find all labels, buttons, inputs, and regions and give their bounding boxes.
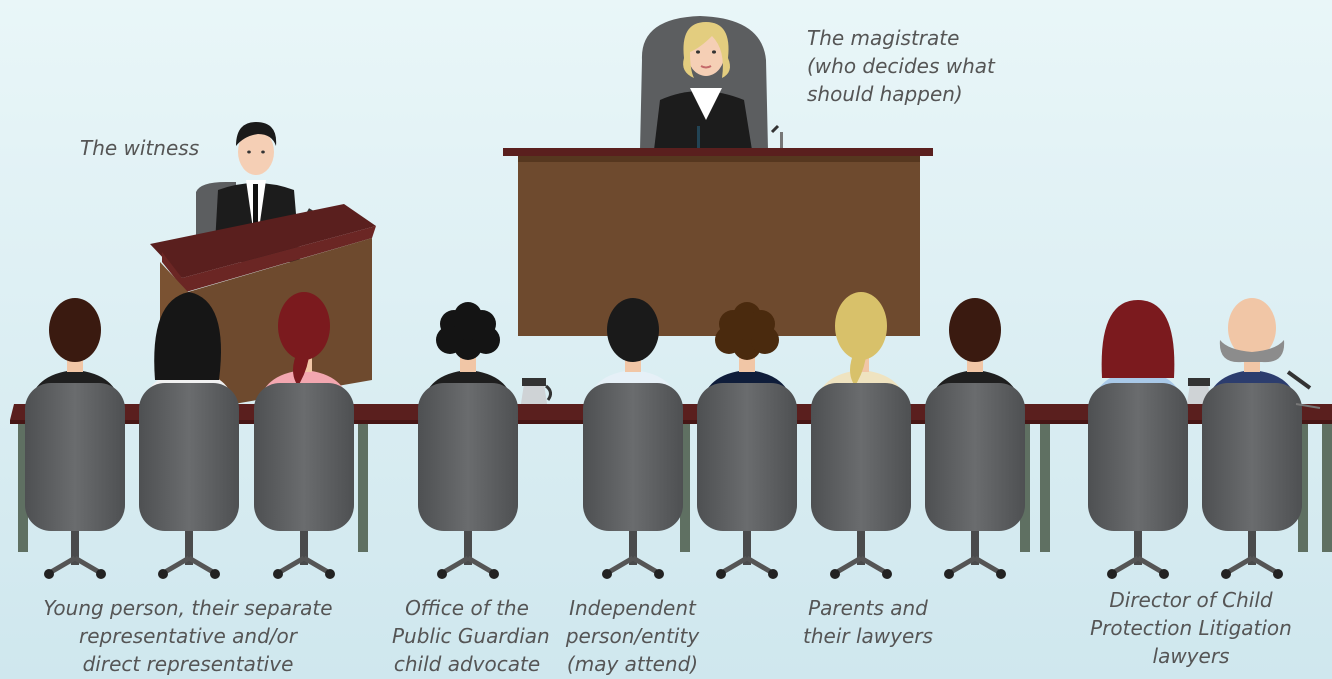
chair: [254, 383, 354, 579]
chair: [697, 383, 797, 579]
caption-independent: Independent person/entity (may attend): [550, 594, 715, 678]
magistrate-figure: [640, 16, 783, 150]
caption-line: Parents and: [808, 596, 928, 620]
caption-line: The magistrate: [807, 26, 960, 50]
chair: [1088, 383, 1188, 579]
table-leg: [1298, 424, 1308, 552]
chairs-group: [25, 383, 1302, 579]
caption-line: Independent: [569, 596, 696, 620]
caption-line: should happen): [807, 82, 963, 106]
table-leg: [1322, 424, 1332, 552]
chair: [139, 383, 239, 579]
caption-young-person: Young person, their separate representat…: [14, 594, 362, 678]
caption-line: their lawyers: [803, 624, 933, 648]
caption-line: Young person, their separate: [43, 596, 333, 620]
caption-line: The witness: [80, 136, 200, 160]
caption-line: (may attend): [566, 652, 699, 676]
caption-magistrate: The magistrate (who decides what should …: [807, 24, 995, 108]
caption-dcpl: Director of Child Protection Litigation …: [1066, 586, 1316, 670]
caption-line: (who decides what: [807, 54, 995, 78]
coffee-jug-icon: [520, 378, 553, 410]
caption-line: person/entity: [565, 624, 700, 648]
caption-parents: Parents and their lawyers: [778, 594, 958, 650]
caption-witness: The witness: [80, 134, 199, 162]
table-leg: [358, 424, 368, 552]
caption-line: Protection Litigation: [1090, 616, 1292, 640]
table-leg: [18, 424, 28, 552]
table-leg: [680, 424, 690, 552]
caption-line: Office of the: [405, 596, 529, 620]
chair: [583, 383, 683, 579]
caption-line: Director of Child: [1109, 588, 1273, 612]
chair: [418, 383, 518, 579]
chair: [925, 383, 1025, 579]
caption-opg: Office of the Public Guardian child advo…: [392, 594, 550, 678]
caption-line: Public Guardian: [392, 624, 550, 648]
chair: [811, 383, 911, 579]
microphone-icon: [1286, 370, 1321, 409]
caption-line: child advocate: [393, 652, 541, 676]
chair: [25, 383, 125, 579]
caption-line: lawyers: [1152, 644, 1230, 668]
chair: [1202, 383, 1302, 579]
caption-line: direct representative: [82, 652, 294, 676]
table-leg: [1040, 424, 1050, 552]
caption-line: representative and/or: [79, 624, 297, 648]
